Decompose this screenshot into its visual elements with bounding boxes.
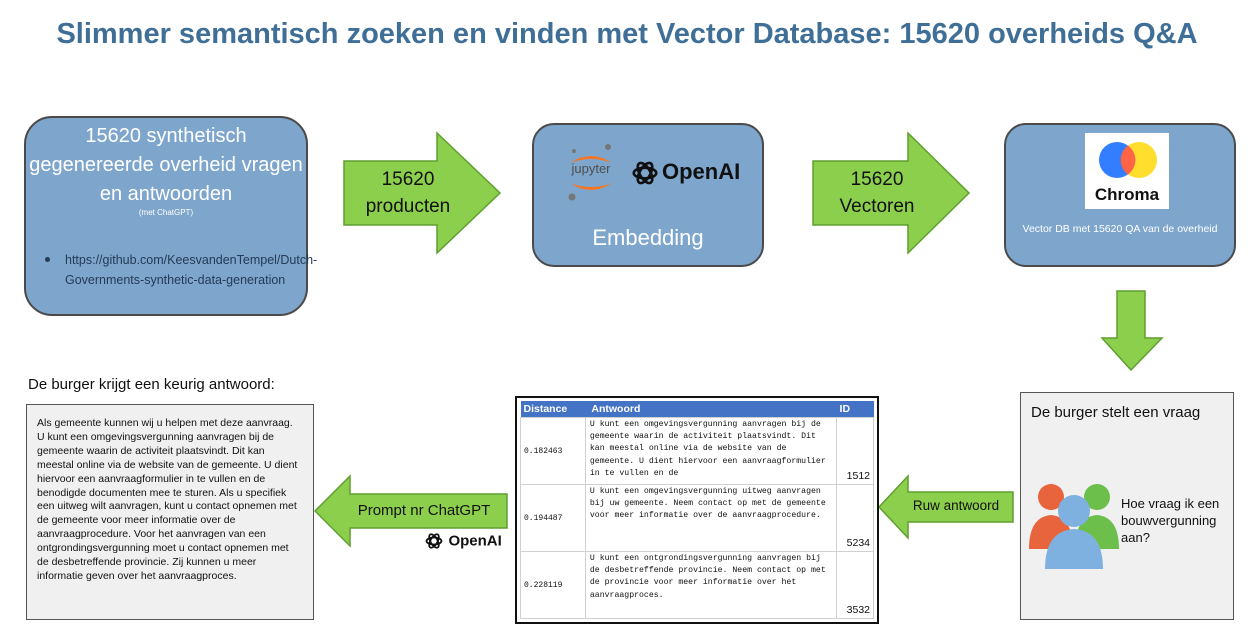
table-row: 0.228119 U kunt een ontgrondingsvergunni… — [520, 551, 874, 619]
arrow-vectors-unit: Vectoren — [839, 196, 915, 217]
arrow-vectors-label: 15620 Vectoren — [812, 166, 942, 220]
results-table: Distance Antwoord ID 0.182463 U kunt een… — [515, 396, 879, 624]
table-row: 0.194487 U kunt een omgevingsvergunning … — [520, 484, 874, 552]
jupyter-label: jupyter — [571, 161, 611, 176]
openai-label: OpenAI — [662, 159, 741, 184]
chroma-logo: Chroma — [1085, 133, 1169, 209]
chroma-logo-text: Chroma — [1094, 185, 1160, 204]
distance-cell: 0.228119 — [520, 551, 586, 619]
answer-heading: De burger krijgt een keurig antwoord: — [28, 376, 275, 393]
column-header-answer: Antwoord — [585, 401, 837, 418]
table-row: 0.182463 U kunt een omgevingsvergunning … — [520, 417, 874, 485]
arrow-down-icon — [1100, 290, 1164, 372]
arrow-prompt-label: Prompt nr ChatGPT — [357, 502, 491, 519]
arrow-vectors-count: 15620 — [850, 169, 904, 190]
chroma-logo-icon — [1099, 142, 1157, 178]
column-header-distance: Distance — [520, 401, 586, 418]
embedding-box: jupyter OpenAI Embedding — [532, 123, 764, 267]
answer-cell: U kunt een omgevingsvergunning uitweg aa… — [589, 487, 826, 521]
source-title: 15620 synthetisch gegenereerde overheid … — [29, 125, 303, 205]
id-cell: 1512 — [836, 417, 874, 485]
table-header-row: Distance Antwoord ID — [520, 401, 874, 418]
arrow-products-unit: producten — [365, 196, 451, 217]
citizen-question-box: De burger stelt een vraag Hoe vraag ik e… — [1020, 392, 1234, 620]
column-header-id: ID — [836, 401, 874, 418]
openai-logo-icon — [425, 533, 443, 549]
distance-cell: 0.182463 — [520, 417, 586, 485]
source-subtitle: (met ChatGPT) — [138, 208, 194, 217]
openai-small-logo: OpenAI — [424, 531, 502, 551]
page-title: Slimmer semantisch zoeken en vinden met … — [56, 18, 1198, 50]
answer-text: Als gemeente kunnen wij u helpen met dez… — [37, 417, 298, 582]
arrow-right-icon — [343, 131, 502, 255]
users-group-icon — [1029, 484, 1119, 569]
openai-logo-icon — [632, 161, 658, 185]
id-cell: 3532 — [836, 551, 874, 619]
openai-small-label: OpenAI — [448, 532, 502, 550]
arrow-products-label: 15620 producten — [343, 166, 473, 220]
source-data-box: 15620 synthetisch gegenereerde overheid … — [24, 116, 318, 316]
citizen-question-heading: De burger stelt een vraag — [1031, 404, 1201, 421]
arrow-left-icon — [878, 474, 1014, 540]
embedding-label: Embedding — [592, 225, 704, 250]
answer-box: Als gemeente kunnen wij u helpen met dez… — [26, 404, 314, 620]
arrow-products-count: 15620 — [381, 169, 435, 190]
chroma-caption: Vector DB met 15620 QA van de overheid — [1022, 223, 1218, 235]
arrow-right-icon — [812, 131, 971, 255]
arrow-left-icon — [314, 474, 508, 548]
jupyter-logo-icon — [568, 144, 612, 201]
id-cell: 5234 — [836, 484, 874, 552]
bullet-icon — [45, 257, 50, 262]
chroma-db-box: Chroma Vector DB met 15620 QA van de ove… — [1004, 123, 1236, 267]
arrow-raw-answer-label: Ruw antwoord — [912, 498, 1000, 513]
distance-cell: 0.194487 — [520, 484, 586, 552]
answer-cell: U kunt een ontgrondingsvergunning aanvra… — [589, 554, 826, 600]
answer-cell: U kunt een omgevingsvergunning aanvragen… — [589, 420, 826, 478]
citizen-question-text: Hoe vraag ik een bouwvergunning aan? — [1121, 496, 1220, 545]
source-link[interactable]: https://github.com/KeesvandenTempel/Dutc… — [65, 253, 318, 287]
